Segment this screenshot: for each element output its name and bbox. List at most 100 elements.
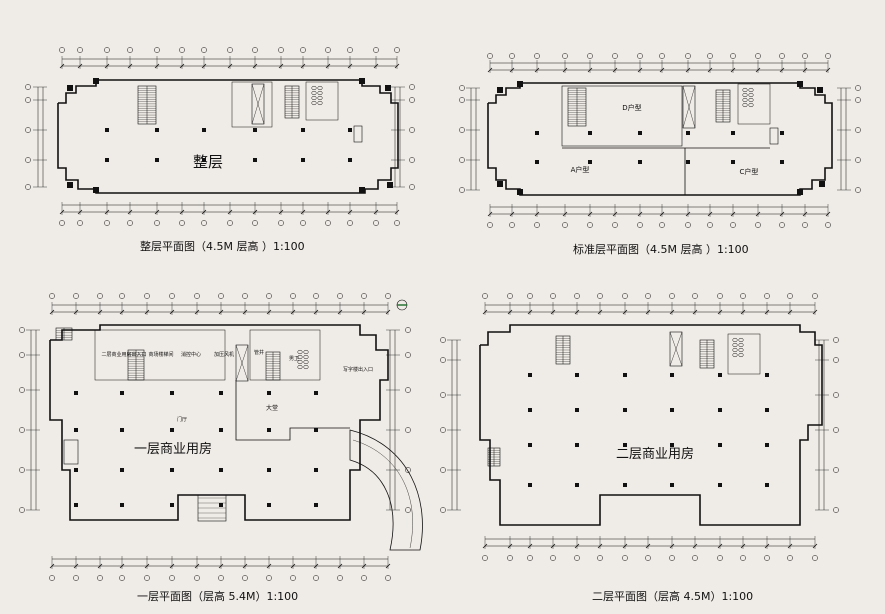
axis-bubble [227, 47, 233, 53]
dimension-slash [154, 63, 160, 69]
axis-bubble [19, 427, 25, 433]
dimension-slash [574, 309, 580, 315]
axis-bubble [487, 222, 493, 228]
axis-bubble [764, 555, 770, 561]
elevator-shaft [682, 85, 696, 129]
axis-bubble [574, 293, 580, 299]
axis-bubble [527, 293, 533, 299]
axis-bubble [77, 47, 83, 53]
toilet-fixture [732, 342, 738, 348]
axis-bubble [574, 555, 580, 561]
plan-whole-floor [25, 47, 415, 226]
dimension-slash [59, 209, 65, 215]
axis-bubble [459, 97, 465, 103]
axis-bubble [59, 220, 65, 226]
label-second-floor-commercial: 二层商业用房 [616, 446, 694, 462]
dimension-slash [169, 309, 175, 315]
axis-bubble [459, 157, 465, 163]
toilet-fixture [297, 359, 303, 365]
dimension-slash [179, 209, 185, 215]
toilet-room [727, 333, 761, 375]
axis-bubble [730, 53, 736, 59]
axis-bubble [266, 293, 272, 299]
column [314, 391, 318, 395]
column [575, 373, 579, 377]
column [267, 428, 271, 432]
axis-bubble [337, 575, 343, 581]
column [155, 128, 159, 132]
axis-bubble [669, 555, 675, 561]
ramp-line [352, 439, 413, 549]
axis-bubble [507, 293, 513, 299]
dimension-slash [97, 309, 103, 315]
toilet-fixture [742, 102, 748, 108]
axis-bubble [385, 575, 391, 581]
elevator-shaft [251, 83, 265, 125]
dimension-slash [347, 209, 353, 215]
column [301, 128, 305, 132]
axis-bubble [459, 187, 465, 193]
column [765, 443, 769, 447]
shaft [353, 125, 363, 143]
axis-bubble [779, 53, 785, 59]
toilet-room [737, 83, 771, 125]
axis-bubble [347, 220, 353, 226]
dimension-slash [73, 563, 79, 569]
dimension-slash [77, 209, 83, 215]
dimension-slash [278, 63, 284, 69]
dimension-slash [300, 63, 306, 69]
column [170, 503, 174, 507]
axis-bubble [534, 53, 540, 59]
toilet-fixture [738, 337, 744, 343]
dimension-slash [507, 309, 513, 315]
column [638, 160, 642, 164]
dimension-slash [252, 63, 258, 69]
column [638, 131, 642, 135]
column [359, 187, 365, 193]
axis-bubble [459, 127, 465, 133]
axis-bubble [337, 293, 343, 299]
axis-bubble [409, 97, 415, 103]
column [202, 128, 206, 132]
exterior-wall [479, 324, 823, 526]
column [575, 408, 579, 412]
axis-bubble [779, 222, 785, 228]
axis-bubble [405, 427, 411, 433]
dimension-slash [313, 563, 319, 569]
label-unit-a: A户型 [571, 165, 590, 174]
column [686, 160, 690, 164]
axis-bubble [622, 555, 628, 561]
dimension-slash [104, 63, 110, 69]
label-second-floor-entrance: 二层商业用房出入口 [101, 351, 146, 358]
axis-bubble [179, 220, 185, 226]
toilet-fixture [303, 359, 309, 365]
column [535, 160, 539, 164]
axis-bubble [409, 184, 415, 190]
column [348, 128, 352, 132]
column [670, 408, 674, 412]
column [780, 160, 784, 164]
dimension-slash [692, 543, 698, 549]
dimension-slash [562, 67, 568, 73]
dimension-slash [482, 309, 488, 315]
dimension-slash [487, 211, 493, 217]
axis-bubble [409, 157, 415, 163]
dimension-slash [119, 563, 125, 569]
dimension-slash [802, 67, 808, 73]
axis-bubble [833, 392, 839, 398]
axis-bubble [278, 220, 284, 226]
toilet-fixture [732, 352, 738, 358]
column [623, 408, 627, 412]
axis-bubble [587, 222, 593, 228]
toilet-fixture [311, 95, 317, 101]
axis-bubble [144, 293, 150, 299]
column [267, 468, 271, 472]
column [120, 428, 124, 432]
label-pressure-fan: 加压风机 [214, 351, 234, 358]
axis-bubble [685, 222, 691, 228]
toilet-fixture [317, 100, 323, 106]
toilet-fixture [738, 342, 744, 348]
column [765, 483, 769, 487]
dimension-slash [587, 211, 593, 217]
dimension-slash [218, 309, 224, 315]
